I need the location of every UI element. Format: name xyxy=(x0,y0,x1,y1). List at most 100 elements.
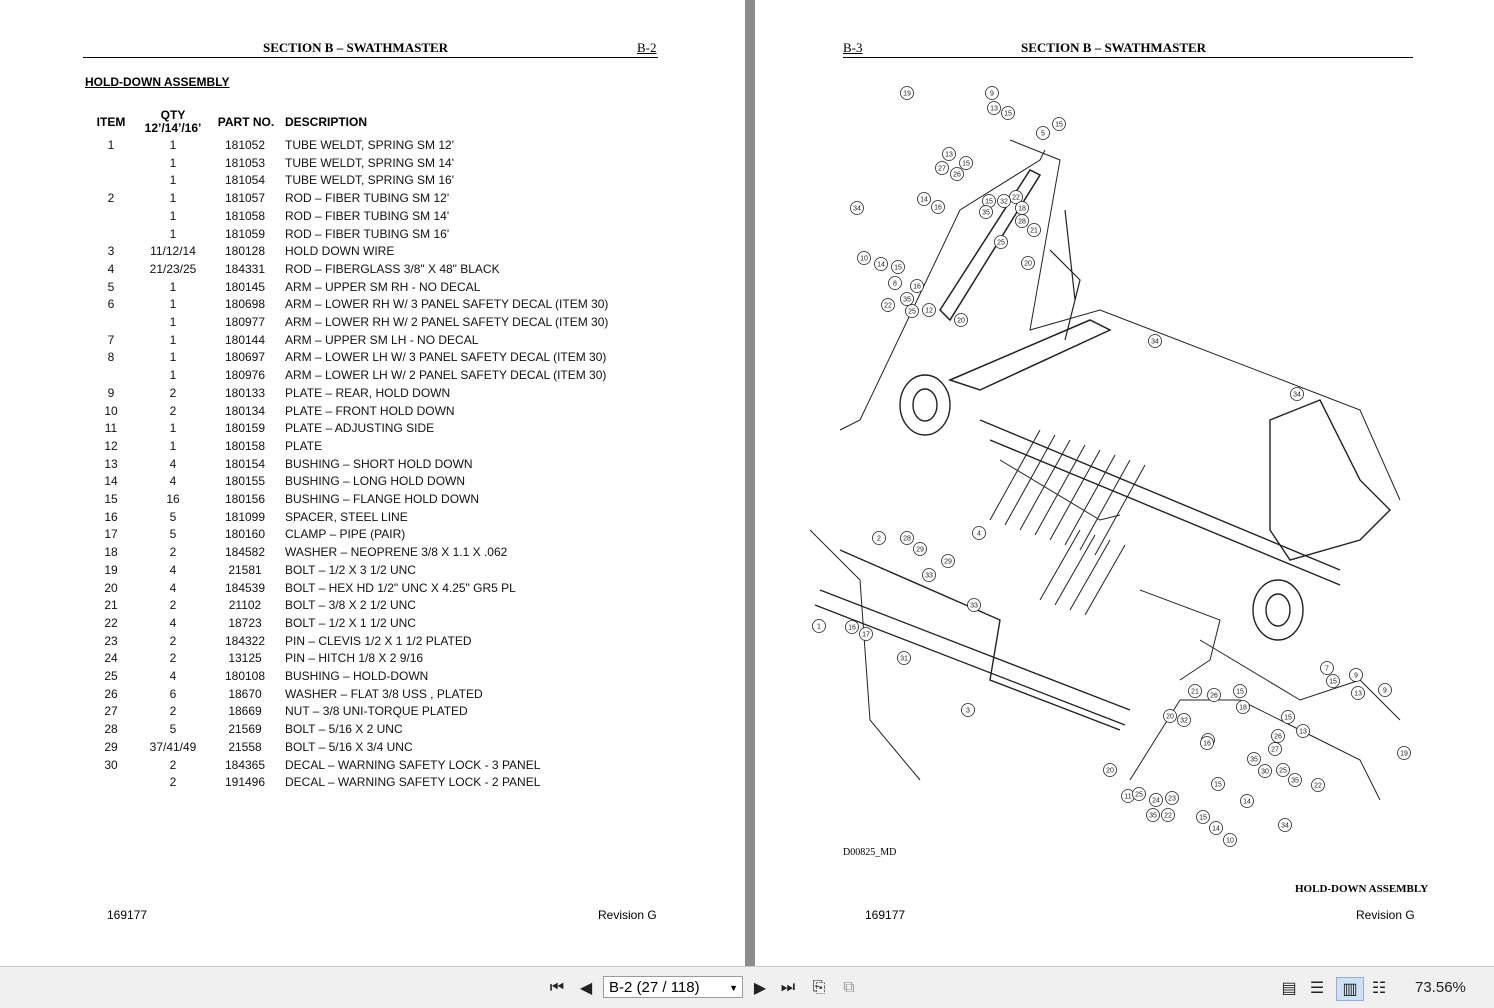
callout-label: 29 xyxy=(916,547,924,554)
col-header-desc: DESCRIPTION xyxy=(285,115,368,129)
page-number-right: B-3 xyxy=(843,40,863,55)
part-cell: 180697 xyxy=(224,350,266,365)
item-cell: 8 xyxy=(107,350,115,365)
item-cell: 18 xyxy=(104,545,118,560)
callout-label: 12 xyxy=(925,308,933,315)
callout-label: 26 xyxy=(1274,734,1282,741)
callout-label: 14 xyxy=(920,197,928,204)
item-cell: 9 xyxy=(107,385,115,400)
part-cell: 21581 xyxy=(228,562,262,577)
desc-cell: WASHER – FLAT 3/8 USS , PLATED xyxy=(285,686,483,701)
callout-bubble xyxy=(1268,742,1282,756)
item-cell: 7 xyxy=(107,332,115,347)
item-cell: 26 xyxy=(104,686,118,701)
single-page-icon[interactable]: ▤ xyxy=(1281,980,1297,997)
callout-bubble xyxy=(1223,833,1237,847)
part-cell: 184365 xyxy=(224,757,266,772)
part-cell: 181058 xyxy=(224,208,266,223)
footer-revision-right: Revision G xyxy=(1356,908,1415,922)
header-rule-right xyxy=(843,57,1413,58)
qty-cell: 1 xyxy=(169,279,177,294)
qty-cell: 1 xyxy=(169,297,177,312)
item-cell: 30 xyxy=(104,757,118,772)
callout-label: 32 xyxy=(1000,199,1008,206)
callout-label: 19 xyxy=(903,91,911,98)
callout-bubble xyxy=(1240,794,1254,808)
callout-bubble xyxy=(1165,791,1179,805)
callout-bubble xyxy=(897,651,911,665)
callout-bubble xyxy=(874,257,888,271)
callout-bubble xyxy=(900,292,914,306)
facing-icon[interactable]: ▥ xyxy=(1336,977,1364,1001)
callout-bubble xyxy=(1296,724,1310,738)
section-title: SECTION B – SWATHMASTER xyxy=(263,40,449,55)
callout-bubble xyxy=(1177,713,1191,727)
zoom-level[interactable]: 73.56% xyxy=(1415,979,1466,996)
first-page-icon[interactable]: ⏮ xyxy=(549,979,565,996)
callout-label: 14 xyxy=(877,262,885,269)
qty-cell: 2 xyxy=(169,651,177,666)
callout-bubble xyxy=(910,279,924,293)
desc-cell: TUBE WELDT, SPRING SM 14' xyxy=(285,155,454,170)
callout-bubble xyxy=(950,167,964,181)
callout-bubble xyxy=(959,156,973,170)
callout-bubble xyxy=(954,313,968,327)
callout-label: 23 xyxy=(1168,796,1176,803)
part-cell: 180698 xyxy=(224,297,266,312)
callout-bubble xyxy=(1163,709,1177,723)
callout-bubble xyxy=(900,531,914,545)
callout-label: 13 xyxy=(1299,729,1307,736)
callout-bubble xyxy=(967,598,981,612)
callout-bubble xyxy=(1148,334,1162,348)
facing-continuous-icon[interactable]: ☷ xyxy=(1371,980,1387,997)
callout-label: 18 xyxy=(1018,206,1026,213)
qty-cell: 1 xyxy=(169,438,177,453)
callout-bubble xyxy=(1288,773,1302,787)
prev-page-icon[interactable]: ◀ xyxy=(579,980,593,997)
callout-label: 29 xyxy=(944,559,952,566)
desc-cell: NUT – 3/8 UNI-TORQUE PLATED xyxy=(285,704,468,719)
callout-label: 20 xyxy=(1024,261,1032,268)
callout-label: 15 xyxy=(1284,715,1292,722)
page-number: B-2 xyxy=(637,40,657,55)
callout-label: 20 xyxy=(957,318,965,325)
desc-cell: ARM – LOWER RH W/ 2 PANEL SAFETY DECAL (… xyxy=(285,315,609,329)
desc-cell: PLATE – REAR, HOLD DOWN xyxy=(285,385,451,400)
page-select[interactable]: B-2 (27 / 118) ▼ xyxy=(603,976,743,998)
continuous-icon[interactable]: ☰ xyxy=(1309,980,1325,997)
callout-bubble xyxy=(1351,686,1365,700)
callout-label: 15 xyxy=(985,199,993,206)
item-cell: 28 xyxy=(104,722,118,737)
viewer-toolbar: ⏮ ◀ B-2 (27 / 118) ▼ ▶ ⏭ ⎘ ⧉ ▤ ☰ ▥ ☷ 73.… xyxy=(0,966,1494,1008)
next-page-icon[interactable]: ▶ xyxy=(753,980,767,997)
item-cell: 14 xyxy=(104,474,118,489)
part-cell: 181053 xyxy=(224,155,266,170)
copy-icon[interactable]: ⧉ xyxy=(843,979,855,996)
rotate-icon[interactable]: ⎘ xyxy=(812,979,826,996)
right-page: B-3 SECTION B – SWATHMASTER D00825_MD HO… xyxy=(755,0,1494,966)
callout-label: 22 xyxy=(884,303,892,310)
qty-cell: 4 xyxy=(169,474,177,489)
callout-bubble xyxy=(1132,787,1146,801)
desc-cell: BOLT – 5/16 X 3/4 UNC xyxy=(285,739,413,754)
item-cell: 1 xyxy=(107,138,115,152)
left-page: SECTION B – SWATHMASTER B-2 HOLD-DOWN AS… xyxy=(0,0,745,966)
callout-bubble xyxy=(900,86,914,100)
part-cell: 181052 xyxy=(224,138,266,152)
qty-cell: 1 xyxy=(169,315,177,329)
callout-bubble xyxy=(1027,223,1041,237)
callout-label: 15 xyxy=(1004,111,1012,118)
desc-cell: TUBE WELDT, SPRING SM 16' xyxy=(285,173,454,188)
callout-label: 24 xyxy=(1152,798,1160,805)
part-cell: 181099 xyxy=(224,509,266,524)
part-cell: 18723 xyxy=(228,615,262,630)
part-cell: 180108 xyxy=(224,669,266,683)
callout-label: 16 xyxy=(848,625,856,632)
callout-bubble xyxy=(922,303,936,317)
last-page-icon[interactable]: ⏭ xyxy=(780,979,796,996)
callout-label: 17 xyxy=(862,632,870,639)
callout-bubble xyxy=(857,251,871,265)
qty-cell: 6 xyxy=(169,686,177,701)
desc-cell: BOLT – 5/16 X 2 UNC xyxy=(285,722,403,737)
qty-cell: 1 xyxy=(169,191,177,206)
